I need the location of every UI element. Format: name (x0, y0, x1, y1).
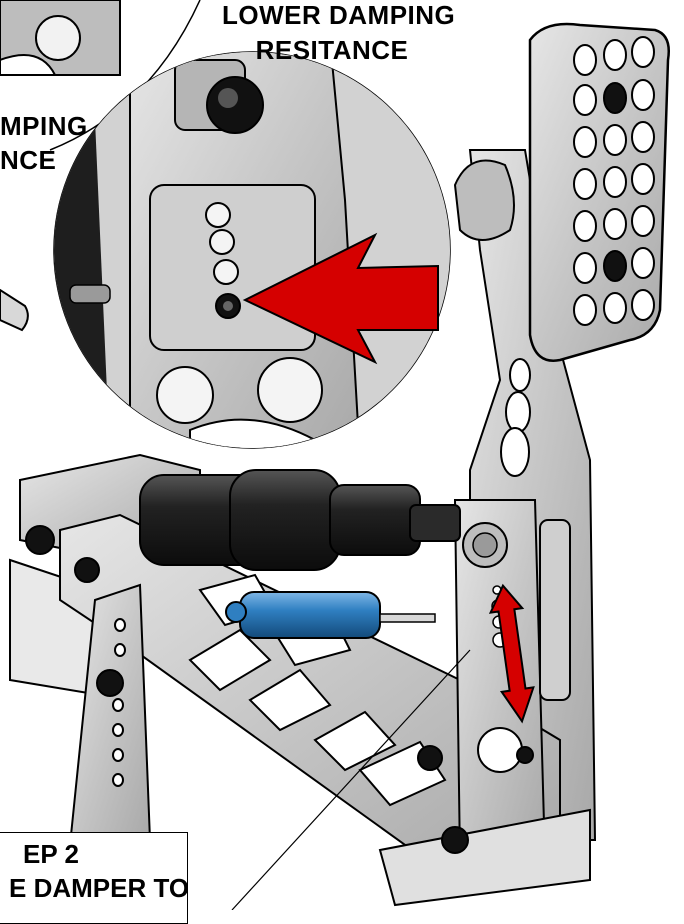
red-double-arrow-icon (488, 583, 535, 724)
leader-line (231, 649, 471, 910)
black-damper (139, 469, 508, 571)
blue-damper (225, 591, 436, 639)
top-left-callout (0, 0, 201, 151)
left-label-line1: MPING (0, 111, 88, 141)
bolts (25, 525, 534, 854)
big-red-arrow-icon (242, 232, 439, 365)
base-frame (9, 453, 591, 907)
pedal-face (528, 22, 670, 362)
step-box: EP 2 E DAMPER TO (0, 832, 188, 924)
lower-damping-label-line2: RESITANCE (255, 35, 409, 65)
loose-pin (0, 288, 29, 332)
step-instruction: E DAMPER TO (9, 873, 188, 903)
step-title: EP 2 (23, 839, 79, 869)
left-label-line2: NCE (0, 145, 57, 175)
lower-damping-label-line1: LOWER DAMPING (222, 0, 456, 30)
magnified-callout-circle (53, 51, 451, 449)
